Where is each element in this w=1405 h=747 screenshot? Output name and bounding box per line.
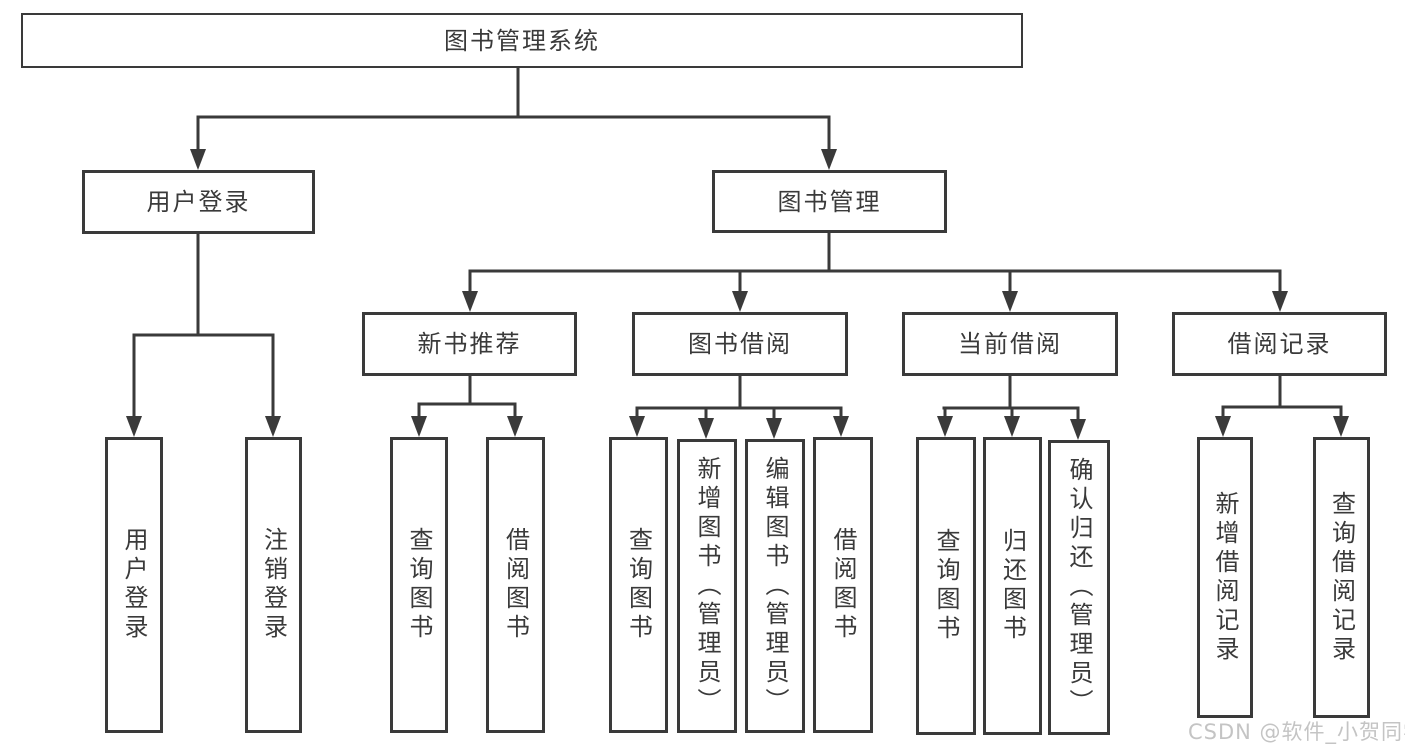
node-query-borrow-record: 查询借阅记录 — [1313, 437, 1370, 718]
node-book-management: 图书管理 — [712, 170, 947, 233]
node-edit-book-admin: 编辑图书（管理员） — [745, 439, 805, 733]
node-query-books-recommend: 查询图书 — [390, 437, 448, 733]
node-query-books-borrowing: 查询图书 — [609, 437, 668, 733]
node-return-books: 归还图书 — [983, 437, 1042, 735]
node-confirm-return-admin: 确认归还（管理员） — [1048, 440, 1110, 735]
node-new-book-recommend: 新书推荐 — [362, 312, 577, 376]
node-borrow-books-recommend: 借阅图书 — [486, 437, 545, 733]
node-borrow-books-borrowing: 借阅图书 — [813, 437, 873, 733]
node-borrowing-records: 借阅记录 — [1172, 312, 1387, 376]
csdn-watermark: CSDN @软件_小贺同学 — [1188, 720, 1405, 744]
node-login: 用户登录 — [105, 437, 163, 733]
node-add-book-admin: 新增图书（管理员） — [677, 439, 737, 733]
node-logout: 注销登录 — [245, 437, 302, 733]
node-add-borrow-record: 新增借阅记录 — [1197, 437, 1253, 718]
arrowheads — [126, 149, 1349, 440]
node-library-system: 图书管理系统 — [21, 13, 1023, 68]
node-query-books-current: 查询图书 — [916, 437, 976, 735]
node-current-borrowing: 当前借阅 — [902, 312, 1118, 376]
node-book-borrowing: 图书借阅 — [632, 312, 848, 376]
node-user-login-group: 用户登录 — [82, 170, 315, 234]
